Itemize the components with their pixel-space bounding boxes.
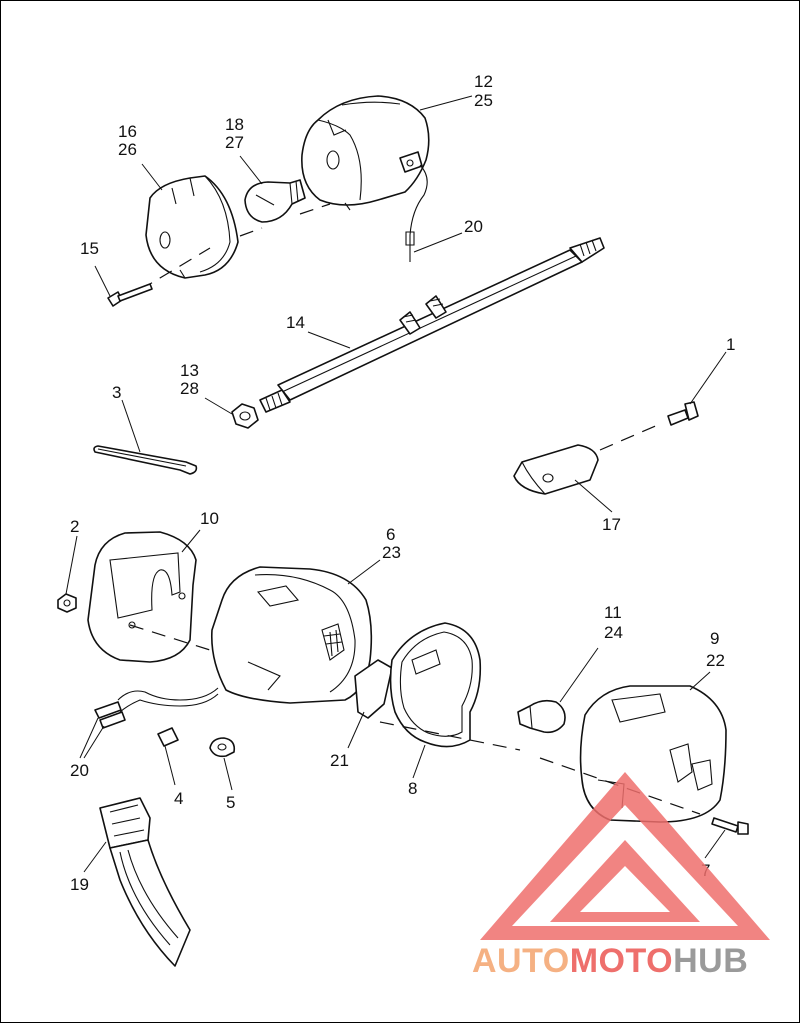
callout-14: 14 (286, 313, 305, 332)
clamp-5 (209, 737, 236, 758)
callout-10: 10 (200, 509, 219, 528)
housing-cup-16 (145, 175, 239, 279)
nut-13 (231, 403, 259, 429)
screw-1 (667, 401, 699, 426)
callout-13: 13 (180, 361, 199, 380)
callout-9: 9 (710, 629, 719, 648)
wire-20-upper (409, 164, 428, 262)
assembly-line-lower (129, 624, 701, 815)
tail-lamp-housing-6 (210, 566, 373, 704)
connector-19 (99, 797, 191, 967)
callout-25: 25 (474, 91, 493, 110)
watermark-moto: MOTO (570, 942, 673, 980)
callout-19: 19 (70, 875, 89, 894)
callout-12: 12 (474, 72, 493, 91)
assembly-line-upper (139, 203, 331, 291)
callout-23: 23 (382, 543, 401, 562)
lens-gasket-8 (389, 622, 482, 748)
callout-11: 11 (604, 603, 622, 622)
callout-labels: 1 2 3 4 5 6 23 7 8 9 22 10 11 24 12 25 1… (70, 72, 735, 894)
callout-1: 1 (726, 335, 735, 354)
callout-22: 22 (706, 651, 725, 670)
watermark-logo-triangle (480, 772, 770, 940)
screw-7 (711, 817, 749, 835)
callout-4: 4 (174, 789, 183, 808)
watermark-logo-inner (550, 840, 700, 922)
callout-24: 24 (604, 623, 623, 642)
callout-17: 17 (602, 515, 621, 534)
automotohub-watermark: AUTOMOTOHUB (472, 772, 770, 980)
callout-27: 27 (225, 133, 244, 152)
watermark-text: AUTOMOTOHUB (472, 942, 748, 980)
watermark-auto: AUTO (472, 942, 570, 980)
bracket-17 (513, 444, 599, 495)
callout-20-upper: 20 (464, 217, 483, 236)
assembly-line-right (599, 423, 661, 451)
leader-lines (65, 95, 727, 873)
wire-harness-20 (94, 687, 219, 729)
clip-3 (93, 445, 198, 475)
mounting-bar-14 (259, 237, 605, 413)
callout-6: 6 (386, 525, 395, 544)
callout-5: 5 (226, 793, 235, 812)
clip-4 (157, 727, 179, 747)
callout-2: 2 (70, 517, 79, 536)
callout-16: 16 (118, 122, 137, 141)
callout-15: 15 (80, 239, 99, 258)
screw-15 (107, 283, 153, 307)
callout-28: 28 (180, 379, 199, 398)
callout-18: 18 (225, 115, 244, 134)
callout-8: 8 (408, 779, 417, 798)
reflector-21 (354, 659, 393, 719)
callout-20-lower: 20 (70, 761, 89, 780)
bulb-18 (244, 179, 306, 223)
turn-signal-shell-12 (301, 95, 430, 211)
callout-3: 3 (112, 383, 121, 402)
watermark-hub: HUB (673, 942, 748, 980)
nut-2 (57, 593, 77, 613)
base-plate-10 (87, 531, 197, 663)
callout-21: 21 (330, 751, 349, 770)
bulb-11 (517, 699, 566, 734)
callout-26: 26 (118, 140, 137, 159)
